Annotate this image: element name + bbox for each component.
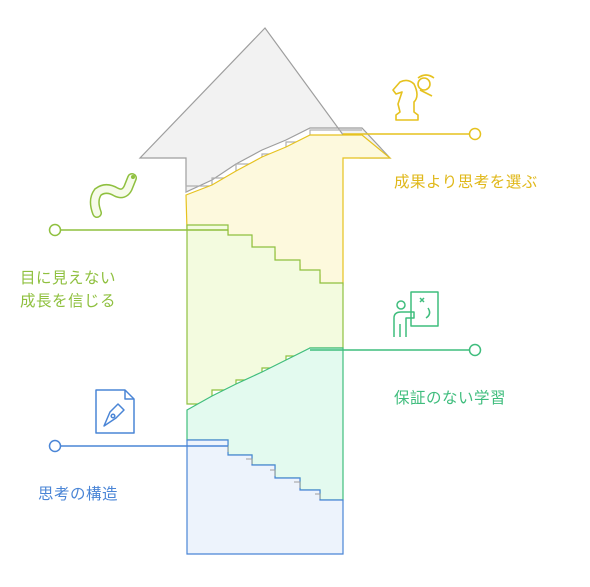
band-thinking-structure	[186, 439, 344, 555]
pen-nib-document-icon	[95, 389, 135, 434]
connector-dot-thinking-structure	[48, 439, 62, 453]
chess-knight-icon	[392, 74, 435, 121]
label-results-over-thinking: 成果より思考を選ぶ	[394, 173, 538, 191]
connector-dot-results	[468, 127, 482, 141]
worm-icon	[89, 173, 137, 218]
label-trust-invisible-growth: 目に見えない 成長を信じる	[20, 269, 117, 310]
connector-dot-invisible-growth	[48, 223, 62, 237]
connector-dot-unguaranteed-learning	[468, 343, 482, 357]
whiteboard-presenter-icon	[393, 291, 439, 337]
label-unguaranteed-learning: 保証のない学習	[394, 389, 507, 407]
label-thinking-structure: 思考の構造	[38, 485, 119, 503]
